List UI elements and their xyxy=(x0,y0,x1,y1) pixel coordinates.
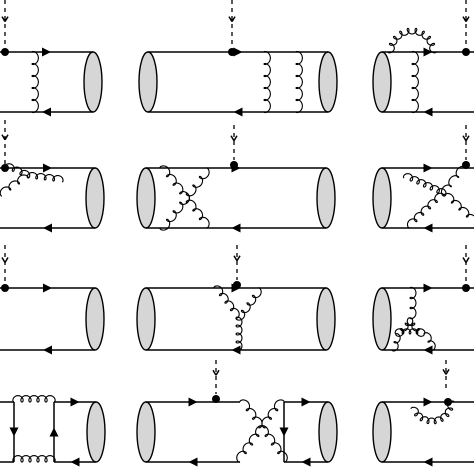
cylinder-right-cap xyxy=(318,401,338,463)
cylinder-right-cap xyxy=(316,167,336,229)
current-arrow xyxy=(1,134,9,141)
current-arrow xyxy=(212,369,220,376)
gluon-line xyxy=(440,165,467,197)
current-arrow xyxy=(233,255,241,262)
current-arrow xyxy=(462,16,470,22)
cylinder-left-cap xyxy=(136,401,156,463)
gluon-line xyxy=(391,333,401,352)
cylinder-right-cap xyxy=(318,51,338,113)
current-arrow xyxy=(228,16,236,22)
cylinder-right-cap xyxy=(83,51,103,113)
gluon-line xyxy=(295,50,303,114)
gluon-loop xyxy=(387,27,437,54)
gluon-line xyxy=(0,174,29,197)
gluon-line xyxy=(239,399,288,463)
gluon-line xyxy=(411,50,419,114)
gluon-loop xyxy=(410,400,455,425)
cylinder-right-cap xyxy=(316,287,336,351)
panel-r1c2 xyxy=(138,0,338,117)
gluon-line xyxy=(406,192,445,229)
vertex-dot xyxy=(444,398,452,406)
gluon-line xyxy=(213,285,240,319)
cylinder-left-cap xyxy=(372,287,392,351)
panel-r2c3 xyxy=(372,125,474,233)
gluon-line xyxy=(394,328,426,335)
gluon-line xyxy=(235,316,243,352)
cylinder-left-cap xyxy=(372,401,392,463)
gluon-line xyxy=(236,399,285,463)
gluon-line xyxy=(235,287,262,321)
panel-r3c3 xyxy=(372,245,474,355)
current-arrow xyxy=(230,135,238,142)
panel-r3c2 xyxy=(136,245,336,355)
cylinder-left-cap xyxy=(136,287,156,351)
panel-r2c1 xyxy=(0,120,105,233)
gluon-line xyxy=(406,317,425,337)
cylinder-right-cap xyxy=(85,287,105,351)
panel-r2c2 xyxy=(136,125,336,233)
cylinder-left-cap xyxy=(372,167,392,229)
vertex-dot xyxy=(462,284,470,292)
current-arrow xyxy=(462,135,470,142)
cylinder-left-cap xyxy=(372,51,392,113)
cylinder-right-cap xyxy=(85,167,105,229)
panel-r4c2 xyxy=(136,360,338,467)
vertex-dot xyxy=(462,48,470,56)
vertex-dot xyxy=(1,284,9,292)
panel-r4c1 xyxy=(0,395,106,467)
vertex-dot xyxy=(1,48,9,56)
cylinder-left-cap xyxy=(138,51,158,113)
vertex-dot xyxy=(233,281,241,289)
panel-r1c3 xyxy=(372,0,474,117)
vertex-dot xyxy=(212,395,220,403)
vertex-dot xyxy=(228,48,236,56)
cylinder-right-cap xyxy=(86,401,106,463)
current-arrow xyxy=(1,16,9,22)
current-arrow xyxy=(462,257,470,263)
gluon-line xyxy=(263,50,271,114)
panel-r3c1 xyxy=(0,245,105,355)
panel-r4c3 xyxy=(372,360,474,467)
gluon-line xyxy=(26,171,64,183)
gluon-line xyxy=(395,317,414,337)
panel-r1c1 xyxy=(0,0,103,117)
current-arrow xyxy=(1,257,9,263)
gluon-line xyxy=(409,286,417,320)
gluon-line xyxy=(423,332,436,351)
gluon-line xyxy=(443,192,474,225)
gluon-line xyxy=(402,173,447,197)
gluon-line xyxy=(31,50,39,114)
current-arrow xyxy=(442,369,450,375)
vertex-dot xyxy=(230,161,238,169)
gluon-line xyxy=(159,167,210,231)
gluon-line xyxy=(12,395,56,403)
gluon-line xyxy=(12,455,56,463)
gluon-line xyxy=(4,163,31,179)
cylinder-left-cap xyxy=(136,167,156,229)
